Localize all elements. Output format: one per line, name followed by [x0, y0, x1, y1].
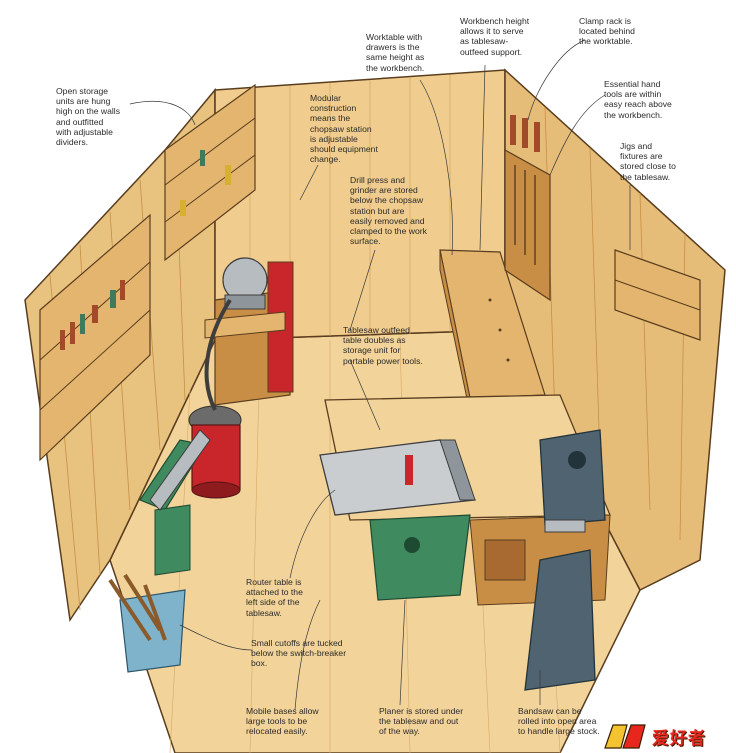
callout-jigs: Jigs and fixtures are stored close to th…: [620, 141, 676, 182]
callout-mobile-bases: Mobile bases allow large tools to be rel…: [246, 706, 319, 737]
callout-modular-construction: Modular construction means the chopsaw s…: [310, 93, 378, 165]
leader-lines: [129, 39, 631, 711]
logo-text: 爱好者: [652, 729, 706, 749]
callout-clamp-rack: Clamp rack is located behind the worktab…: [579, 16, 635, 47]
site-logo: [604, 724, 646, 749]
wall-storage-units: [39, 83, 256, 462]
callout-worktable: Worktable with drawers is the same heigh…: [366, 32, 425, 73]
tablesaw: [319, 439, 477, 601]
callout-cutoffs: Small cutoffs are tucked below the switc…: [251, 638, 347, 669]
callout-outfeed-table: Tablesaw outfeed table doubles as storag…: [343, 325, 423, 366]
chopsaw-station: [204, 257, 294, 406]
callout-workbench-height: Workbench height allows it to serve as t…: [460, 16, 530, 57]
cutoff-bin: [108, 573, 186, 673]
bandsaw: [524, 429, 606, 691]
callout-storage-units: Open storage units are hung high on the …: [56, 86, 121, 148]
jointer: [139, 429, 211, 576]
jigs-shelf: [614, 249, 701, 341]
callout-bandsaw: Bandsaw can be rolled into open area to …: [518, 706, 600, 737]
callout-hand-tools: Essential hand tools are within easy rea…: [604, 79, 672, 120]
hand-tool-board: [504, 115, 551, 302]
callout-planer: Planer is stored under the tablesaw and …: [379, 706, 464, 737]
callout-drill-press: Drill press and grinder are stored below…: [350, 175, 427, 247]
callout-router-table: Router table is attached to the left sid…: [246, 577, 303, 618]
